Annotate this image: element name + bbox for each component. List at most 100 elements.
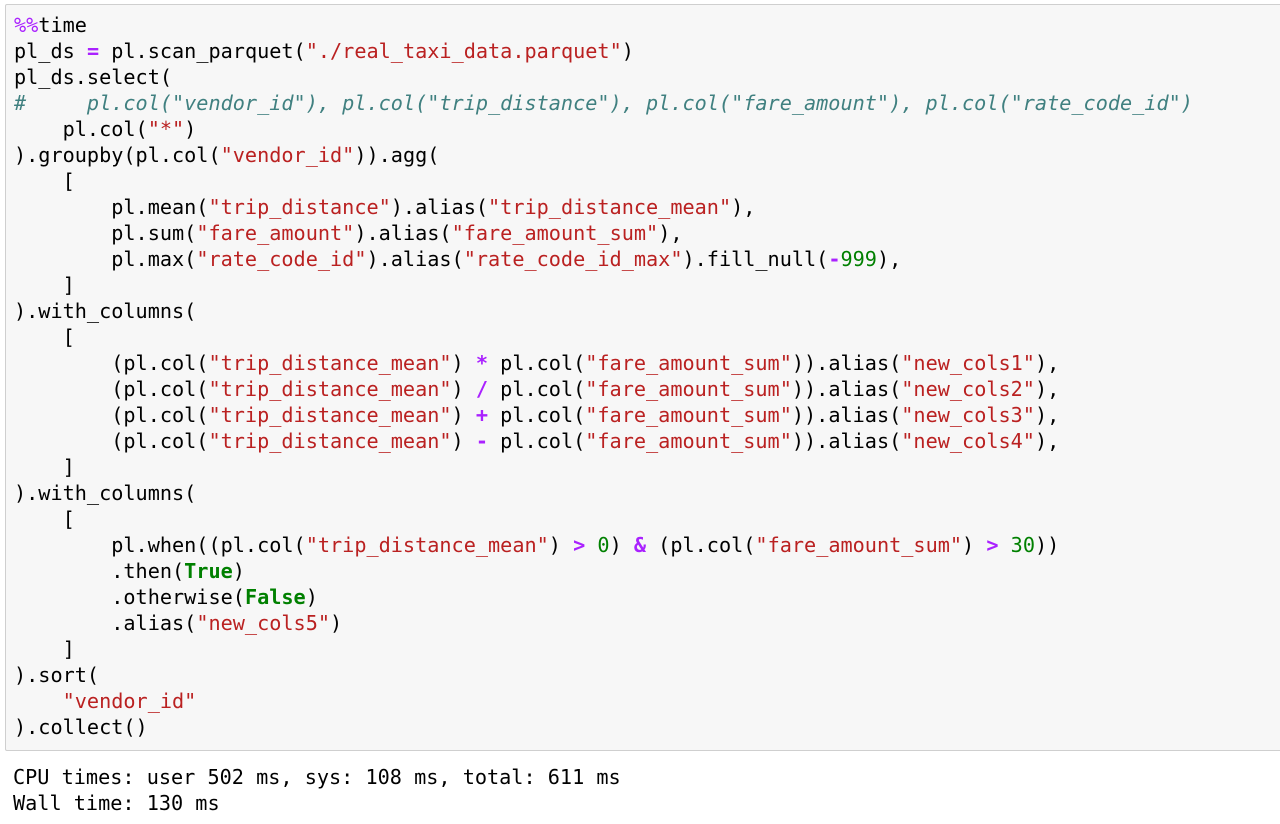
- code-token-plain: .then(: [14, 559, 185, 583]
- code-token-plain: ).with_columns(: [14, 481, 197, 505]
- code-token-str: "trip_distance_mean": [305, 533, 549, 557]
- wall-time-output: Wall time: 130 ms: [13, 791, 220, 815]
- code-token-plain: pl_ds: [14, 39, 87, 63]
- code-token-plain: pl.max(: [14, 247, 197, 271]
- code-line: pl_ds = pl.scan_parquet("./real_taxi_dat…: [14, 38, 1193, 64]
- code-token-plain: [: [14, 507, 75, 531]
- code-token-plain: ): [451, 429, 476, 453]
- code-token-str: "trip_distance_mean": [208, 377, 452, 401]
- code-line: .otherwise(False): [14, 584, 1193, 610]
- code-token-plain: time: [38, 13, 87, 37]
- code-token-plain: ): [621, 39, 634, 63]
- code-token-plain: )).alias(: [791, 429, 902, 453]
- code-token-plain: (pl.col(: [14, 429, 209, 453]
- code-token-plain: )).agg(: [354, 143, 440, 167]
- code-token-str: "fare_amount_sum": [585, 403, 792, 427]
- code-token-str: "new_cols5": [196, 611, 331, 635]
- code-token-plain: ): [451, 377, 476, 401]
- code-token-plain: ).alias(: [390, 195, 489, 219]
- code-token-str: "new_cols2": [901, 377, 1035, 401]
- code-token-plain: ): [609, 533, 634, 557]
- code-token-op: >: [986, 533, 999, 557]
- code-line: (pl.col("trip_distance_mean") / pl.col("…: [14, 376, 1193, 402]
- code-token-plain: ]: [14, 637, 75, 661]
- code-token-plain: ): [962, 533, 987, 557]
- code-line: ).groupby(pl.col("vendor_id")).agg(: [14, 142, 1193, 168]
- code-token-plain: .otherwise(: [14, 585, 245, 609]
- code-line: ).sort(: [14, 662, 1193, 688]
- code-token-num: 0: [597, 533, 610, 557]
- code-token-str: "trip_distance": [208, 195, 391, 219]
- code-token-plain: .alias(: [14, 611, 197, 635]
- code-token-op: =: [86, 39, 100, 63]
- code-token-plain: (pl.col(: [646, 533, 756, 557]
- code-line: ).with_columns(: [14, 298, 1193, 324]
- code-line: .then(True): [14, 558, 1193, 584]
- code-token-str: "vendor_id": [62, 689, 197, 713]
- code-token-str: "fare_amount_sum": [585, 429, 792, 453]
- code-token-plain: ).fill_null(: [682, 247, 829, 271]
- code-token-plain: pl.sum(: [14, 221, 197, 245]
- code-token-plain: ),: [1034, 351, 1060, 375]
- code-token-plain: [: [14, 169, 75, 193]
- code-line: (pl.col("trip_distance_mean") + pl.col("…: [14, 402, 1193, 428]
- code-token-plain: ).alias(: [354, 221, 452, 245]
- code-token-plain: pl.col(: [488, 377, 586, 401]
- code-token-str: "./real_taxi_data.parquet": [305, 39, 622, 63]
- code-token-plain: pl.mean(: [14, 195, 209, 219]
- code-token-plain: [585, 533, 597, 557]
- code-line: %%time: [14, 12, 1193, 38]
- code-token-str: "fare_amount_sum": [585, 377, 792, 401]
- code-token-op: >: [573, 533, 586, 557]
- code-line: ).with_columns(: [14, 480, 1193, 506]
- code-line: [: [14, 168, 1193, 194]
- code-token-plain: ]: [14, 273, 75, 297]
- code-token-str: "trip_distance_mean": [208, 403, 452, 427]
- code-token-plain: ),: [731, 195, 756, 219]
- code-line: pl.max("rate_code_id").alias("rate_code_…: [14, 246, 1193, 272]
- code-token-str: "fare_amount_sum": [585, 351, 792, 375]
- code-token-op: +: [475, 403, 489, 427]
- code-line: # pl.col("vendor_id"), pl.col("trip_dist…: [14, 90, 1193, 116]
- code-token-plain: pl.col(: [488, 403, 586, 427]
- code-token-str: "*": [147, 117, 185, 141]
- code-token-str: "trip_distance_mean": [488, 195, 732, 219]
- code-line: pl_ds.select(: [14, 64, 1193, 90]
- code-token-op: &: [633, 533, 647, 557]
- code-token-plain: (pl.col(: [14, 377, 209, 401]
- code-token-plain: ).collect(): [14, 715, 148, 739]
- code-token-str: "vendor_id": [220, 143, 355, 167]
- code-token-op: -: [475, 429, 489, 453]
- code-line: ).collect(): [14, 714, 1193, 740]
- code-token-plain: )).alias(: [791, 403, 902, 427]
- code-token-plain: ): [451, 403, 476, 427]
- code-line: (pl.col("trip_distance_mean") - pl.col("…: [14, 428, 1193, 454]
- code-token-op: *: [475, 351, 489, 375]
- code-token-plain: ),: [1034, 403, 1060, 427]
- code-line: ]: [14, 454, 1193, 480]
- code-token-plain: pl.col(: [14, 117, 148, 141]
- code-token-str: "fare_amount": [196, 221, 355, 245]
- code-line: "vendor_id": [14, 688, 1193, 714]
- code-token-kw: False: [244, 585, 306, 609]
- code-line: (pl.col("trip_distance_mean") * pl.col("…: [14, 350, 1193, 376]
- code-token-plain: [999, 533, 1011, 557]
- code-line: pl.col("*"): [14, 116, 1193, 142]
- code-token-plain: ),: [876, 247, 902, 271]
- code-line: [: [14, 506, 1193, 532]
- code-token-plain: ): [305, 585, 318, 609]
- code-token-plain: ).sort(: [14, 663, 100, 687]
- code-token-plain: [: [14, 325, 75, 349]
- code-token-plain: ).with_columns(: [14, 299, 197, 323]
- code-token-plain: ).alias(: [366, 247, 464, 271]
- code-line: pl.mean("trip_distance").alias("trip_dis…: [14, 194, 1193, 220]
- code-token-op: /: [475, 377, 489, 401]
- code-line: [: [14, 324, 1193, 350]
- code-token-plain: ): [232, 559, 245, 583]
- code-token-str: "trip_distance_mean": [208, 351, 452, 375]
- code-token-str: "fare_amount_sum": [755, 533, 963, 557]
- code-line: pl.when((pl.col("trip_distance_mean") > …: [14, 532, 1193, 558]
- code-token-plain: ).groupby(pl.col(: [14, 143, 221, 167]
